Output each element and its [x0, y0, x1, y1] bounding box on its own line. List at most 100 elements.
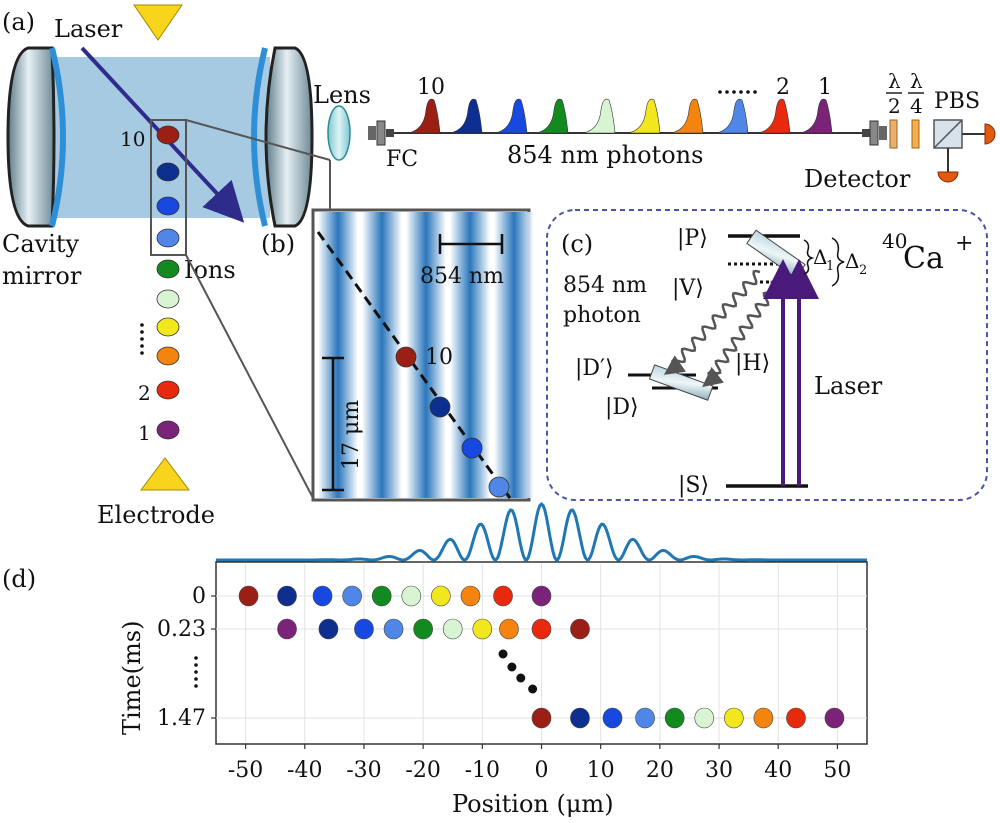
fringe-ion-label: 10	[425, 345, 453, 370]
y-axis-label: Time(ms)	[118, 621, 146, 735]
half-wave-num: λ	[888, 69, 901, 93]
x-tick-label: 50	[823, 758, 851, 783]
photon-label-10: 10	[417, 75, 445, 100]
photon-label-line2: photon	[563, 303, 641, 328]
ion-point	[442, 618, 463, 640]
ion-point	[531, 585, 552, 607]
intensity-profile	[216, 501, 867, 562]
fringe	[494, 212, 534, 498]
ion-point	[413, 618, 433, 640]
ion-dot	[156, 420, 180, 440]
x-tick-label: -50	[228, 758, 263, 783]
scale-label-854: 854 nm	[420, 264, 504, 289]
ion-point	[635, 707, 655, 729]
pbs-cube	[933, 119, 963, 149]
detector-label: Detector	[804, 165, 911, 193]
fiber-coupler-right	[862, 120, 887, 146]
electrode-label: Electrode	[97, 501, 215, 529]
ion-point	[493, 585, 513, 607]
ion-point	[277, 618, 297, 640]
transition-dot	[528, 684, 538, 694]
delta2: Δ	[845, 249, 859, 273]
state-V: |V⟩	[672, 276, 704, 301]
brace-delta1	[803, 239, 815, 275]
ion-dot	[156, 346, 180, 366]
cavity-mirror-left	[6, 46, 66, 228]
fringe-ion	[488, 476, 510, 498]
ion-label-10: 10	[120, 127, 145, 151]
photon-pulses	[407, 98, 833, 134]
fringe-ion	[429, 396, 451, 418]
panel-label-c: (c)	[561, 230, 593, 258]
level-scheme-box	[546, 209, 988, 501]
ion-point	[277, 585, 297, 607]
ion-dot	[156, 228, 180, 248]
delta1-sub: 1	[826, 259, 834, 274]
ion-point	[786, 707, 806, 729]
ion-label-1: 1	[138, 421, 151, 445]
photon-pulse	[715, 98, 749, 134]
laser-label: Laser	[54, 15, 123, 43]
ion-point	[238, 585, 259, 607]
ion-point	[371, 585, 392, 607]
transition-dots	[498, 649, 538, 694]
ion-point	[499, 618, 519, 640]
x-tick-label: 40	[764, 758, 792, 783]
photon-ellipsis	[718, 90, 757, 94]
fc-label: FC	[386, 147, 418, 172]
fringe-ion	[395, 346, 417, 368]
y-tick-label: 1.47	[157, 706, 206, 731]
half-wave-plate	[889, 119, 898, 149]
photon-pulse	[757, 98, 791, 134]
photon-pulse	[535, 98, 569, 134]
ion-zoom-box	[150, 119, 187, 256]
ion-point	[401, 585, 422, 607]
x-tick-label: -10	[465, 758, 500, 783]
zoom-line-top	[185, 119, 331, 161]
panel-label-b: (b)	[261, 230, 295, 258]
ion-point	[342, 585, 362, 607]
transition-dot	[507, 662, 517, 672]
ion-dot	[156, 289, 180, 309]
ion-point	[570, 707, 590, 729]
x-tick-label: 20	[646, 758, 674, 783]
scatter-points	[238, 585, 845, 729]
x-tick-label: -40	[287, 758, 322, 783]
photon-pulse	[494, 98, 528, 134]
photon-label-2: 2	[776, 75, 790, 100]
x-tick-label: 30	[705, 758, 733, 783]
ion-point	[354, 618, 374, 640]
photon-pulse	[582, 98, 616, 134]
fringe-ion	[461, 437, 483, 459]
ion-point	[383, 618, 404, 640]
transition-dot	[516, 673, 526, 683]
x-tick-label: -20	[405, 758, 440, 783]
ion-dot	[156, 162, 180, 182]
ion-point	[531, 618, 552, 640]
y-tick-label: 0	[192, 584, 206, 609]
ion-label-2: 2	[138, 381, 151, 405]
state-H: |H⟩	[735, 351, 770, 376]
ion-dot	[156, 196, 180, 216]
laser-label-c: Laser	[814, 372, 883, 400]
fiber-coupler-left	[368, 120, 394, 146]
lens-label: Lens	[313, 81, 371, 109]
delta1: Δ	[813, 245, 827, 269]
ions-label: Ions	[184, 256, 236, 284]
x-tick-label: -30	[346, 758, 381, 783]
ion-point	[472, 618, 493, 640]
delta2-sub: 2	[859, 263, 867, 278]
electrode-top-icon	[133, 4, 183, 41]
ion-point	[531, 707, 552, 729]
ion-point	[570, 618, 590, 640]
photon-path-H	[702, 280, 779, 388]
ion-point	[460, 585, 481, 607]
cavity-mirror-right	[251, 46, 314, 228]
photon-path-V	[663, 269, 761, 375]
photons-caption: 854 nm photons	[507, 141, 703, 169]
ion-point	[664, 707, 685, 729]
y-tick-label: 0.23	[157, 617, 206, 642]
species-charge: +	[955, 231, 973, 256]
